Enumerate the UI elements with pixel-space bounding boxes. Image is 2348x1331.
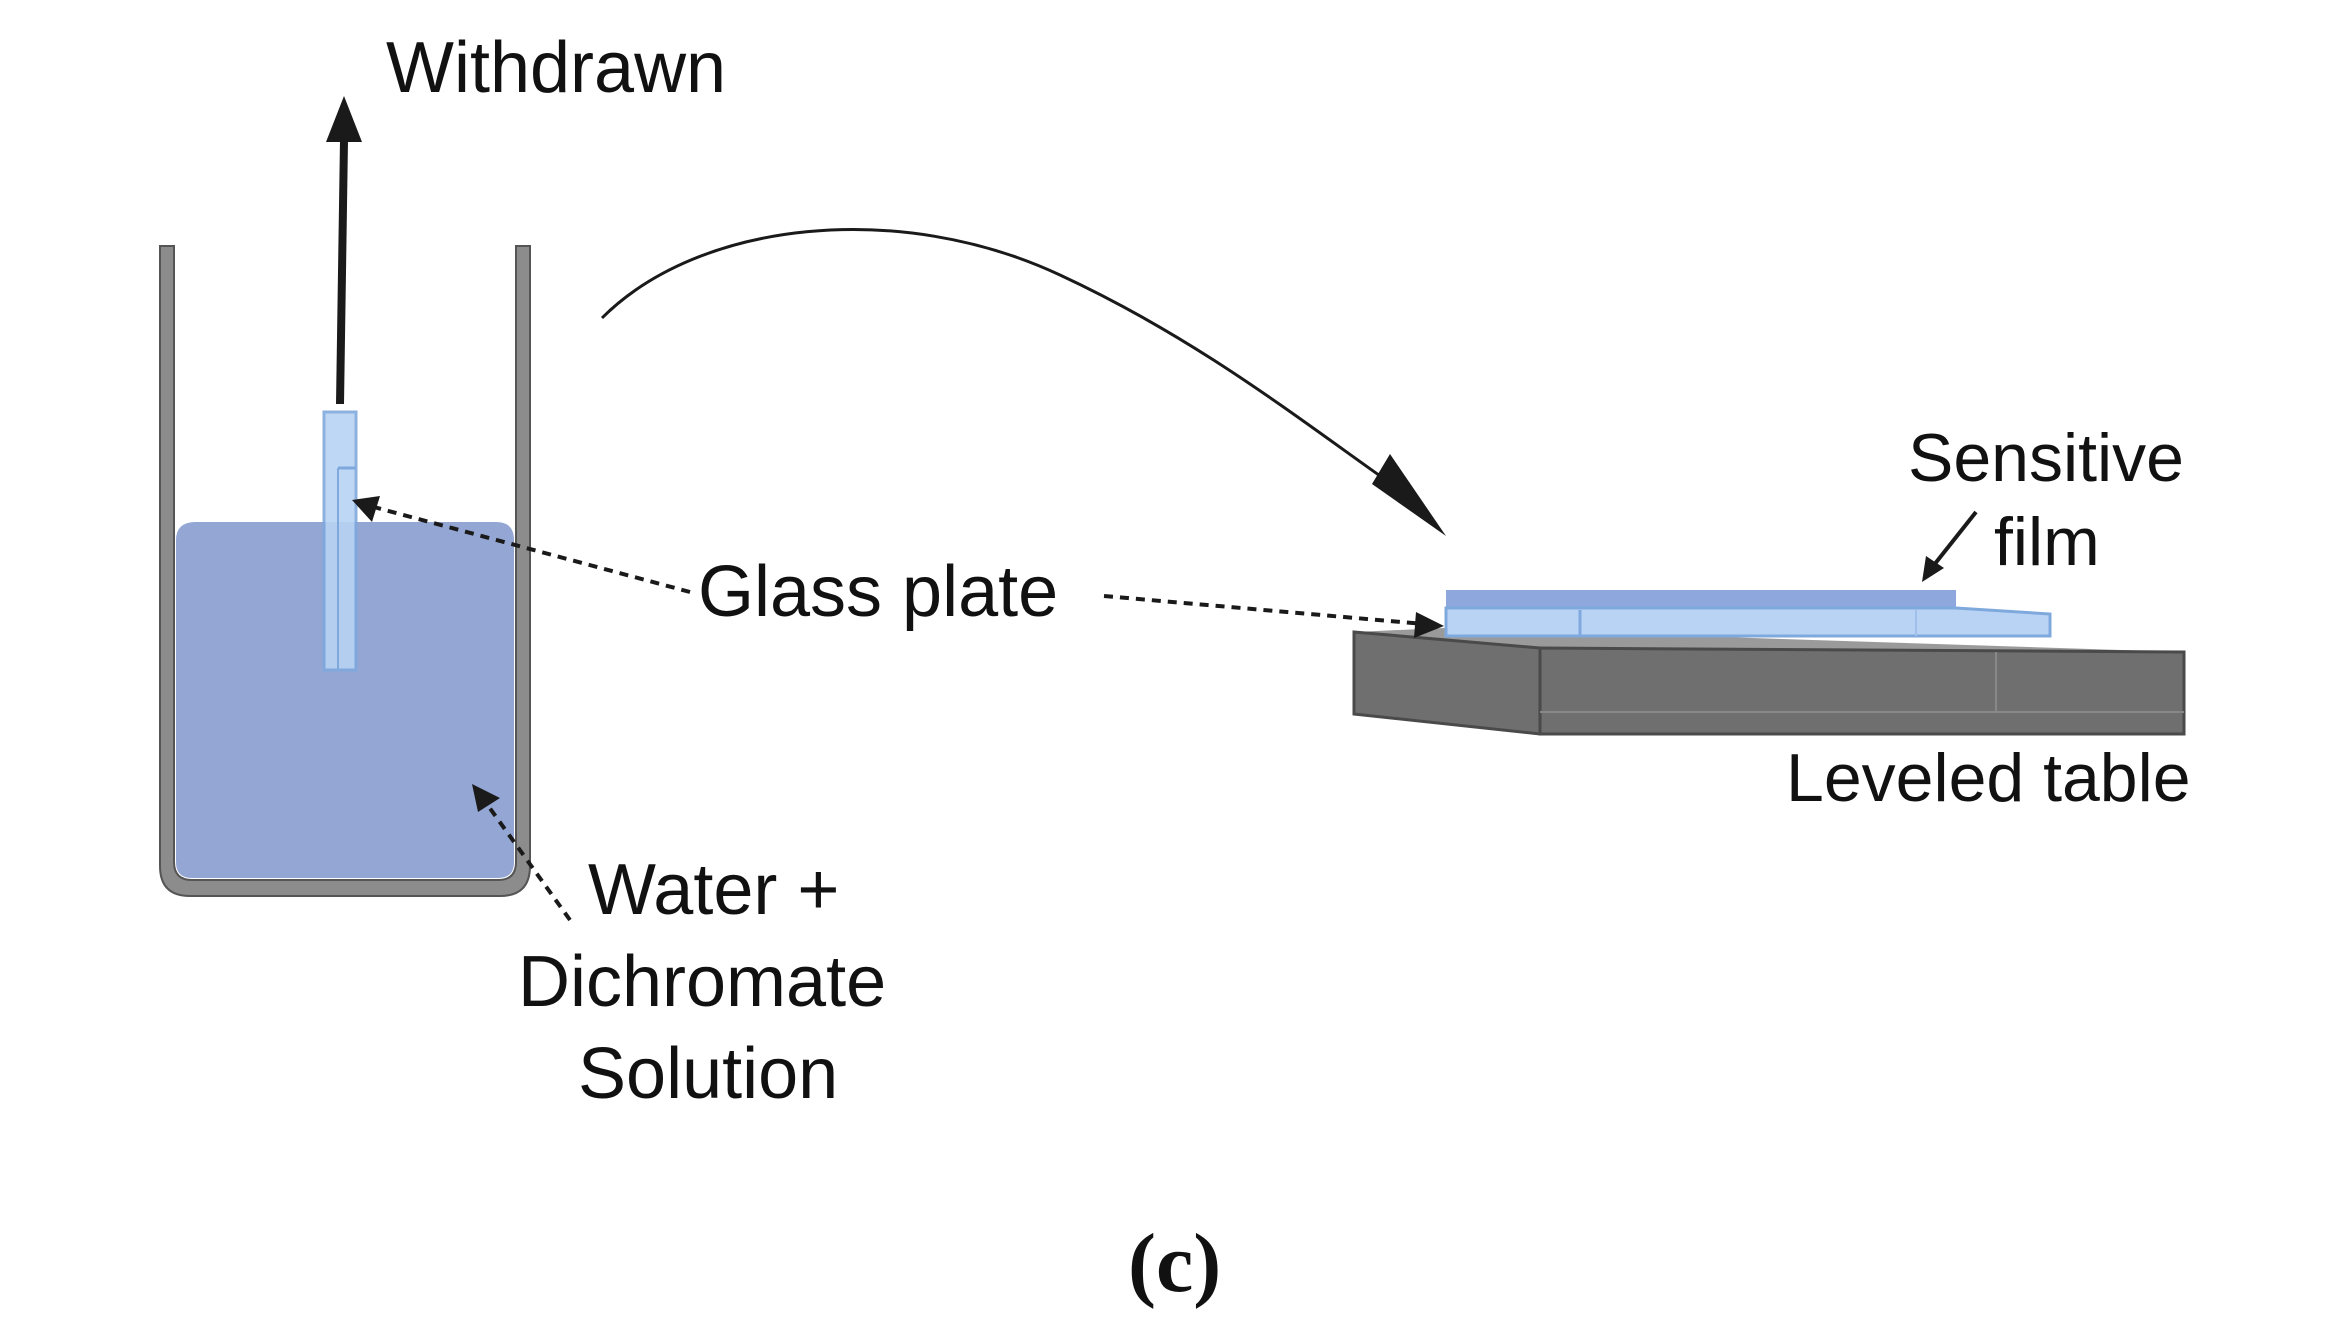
figure-caption: (c) <box>1128 1217 1222 1310</box>
glass-plate-flat <box>1444 606 2052 638</box>
pointer-glass-plate-right <box>1103 594 1444 638</box>
sensitive-film-layer <box>1446 590 1956 610</box>
withdrawn-arrow <box>326 96 362 405</box>
label-water-plus: Water + <box>588 850 840 930</box>
label-sensitive: Sensitive <box>1908 420 2184 496</box>
label-withdrawn: Withdrawn <box>386 28 727 108</box>
label-solution: Solution <box>578 1034 839 1114</box>
table-front-left <box>1352 630 1542 736</box>
transfer-curved-arrow <box>600 228 1446 536</box>
label-glass-plate: Glass plate <box>698 552 1059 632</box>
glass-plate-vertical <box>322 410 358 672</box>
pointer-sensitive-film <box>1922 510 1978 582</box>
leveled-table <box>1352 628 2186 736</box>
label-leveled-table: Leveled table <box>1786 740 2191 816</box>
solution-liquid <box>176 522 514 878</box>
beaker <box>159 245 531 897</box>
glass-plate-horizontal <box>1444 590 2052 638</box>
pointer-solution <box>472 784 572 922</box>
table-front-right <box>1538 646 2186 736</box>
label-film: film <box>1994 504 2100 580</box>
pointer-glass-plate-left <box>352 496 691 594</box>
beaker-wall <box>159 245 531 897</box>
label-dichromate: Dichromate <box>518 942 887 1022</box>
